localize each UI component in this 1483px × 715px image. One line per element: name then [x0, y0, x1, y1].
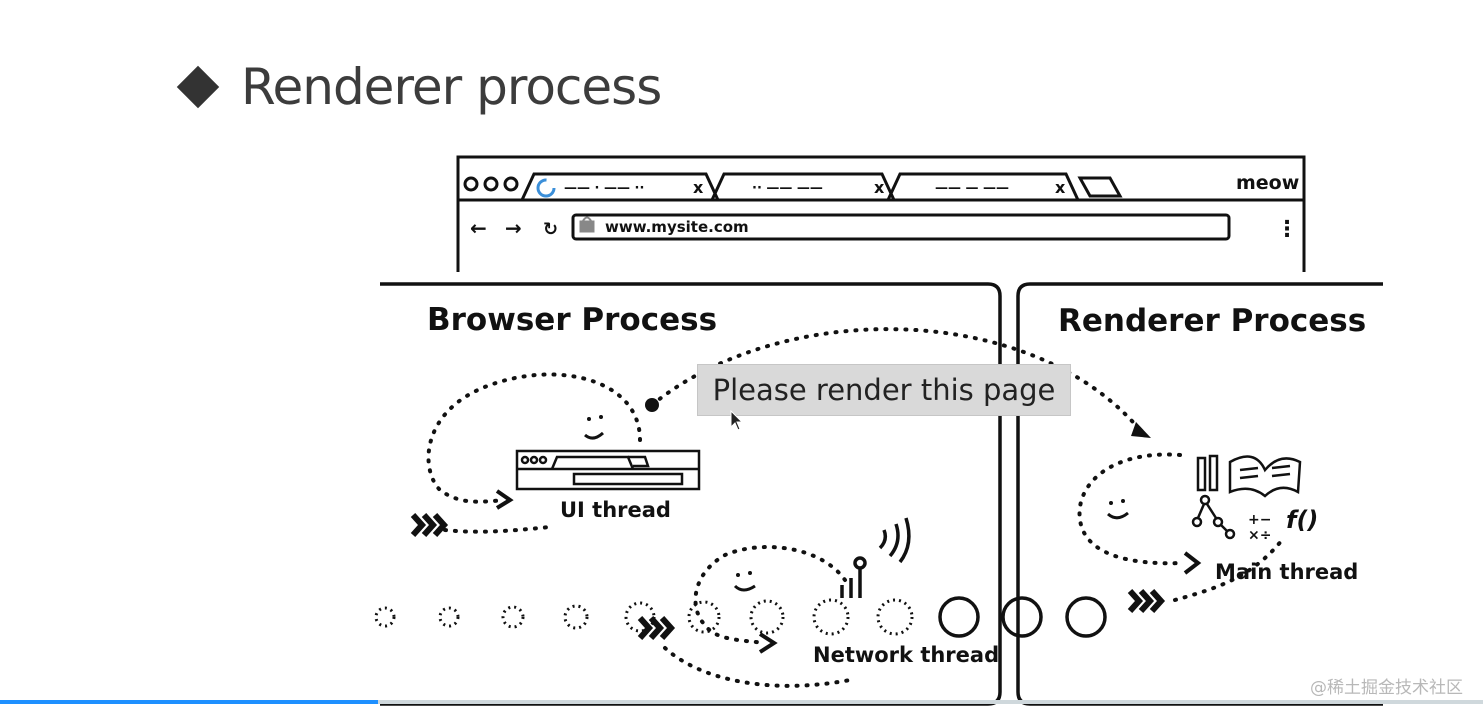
timeline-circle-dotted: [501, 605, 525, 629]
address-bar: [571, 213, 1231, 241]
video-progress-fill[interactable]: [0, 700, 379, 704]
address-url[interactable]: www.mysite.com: [605, 218, 749, 236]
tab-label: ·· —— ——: [752, 181, 823, 196]
window-control-icon: [503, 176, 519, 192]
ui-thread-label: UI thread: [560, 498, 671, 522]
timeline-circle-solid: [1001, 596, 1043, 638]
timeline-circle-dotted: [438, 606, 460, 628]
network-thread-loop: [693, 545, 847, 645]
pencils-icon: [1196, 454, 1219, 492]
new-tab-icon: [1077, 176, 1123, 198]
forward-arrow-icon[interactable]: →: [505, 216, 522, 240]
ui-thread-tail: [443, 525, 552, 534]
function-icon: f(): [1286, 506, 1318, 534]
timeline-circle-dotted: [624, 601, 656, 633]
browser-tab: [710, 172, 896, 201]
tab-close-icon[interactable]: x: [874, 178, 885, 197]
window-control-icon: [463, 176, 479, 192]
renderer-process-box: [1016, 282, 1383, 706]
math-symbols-icon: +−×÷: [1248, 512, 1271, 543]
mouse-cursor-icon: [730, 410, 744, 431]
timeline-circle-dotted: [812, 598, 850, 636]
watermark: @稀土掘金技术社区: [1310, 678, 1463, 698]
reload-icon[interactable]: ↻: [543, 219, 558, 240]
arrow-head-icon: [1131, 422, 1151, 438]
message-origin-dot: [645, 398, 659, 412]
lock-icon: [579, 220, 595, 233]
face-eye-icon: [748, 571, 752, 575]
network-thread-tail: [663, 646, 852, 688]
timeline-circle-dotted: [749, 599, 785, 635]
timeline-circle-dotted: [563, 604, 589, 630]
timeline-circle-solid: [938, 596, 980, 638]
face-smile-icon: [733, 584, 756, 592]
face-eye-icon: [599, 415, 603, 419]
chevrons-icon: [637, 615, 676, 641]
browser-window-illustration: [456, 155, 1306, 272]
kebab-menu-icon[interactable]: ⋮: [1276, 217, 1298, 242]
main-thread-tail: [1173, 538, 1284, 602]
video-progress-track[interactable]: [0, 700, 1483, 704]
renderer-process-label: Renderer Process: [1058, 303, 1366, 339]
face-smile-icon: [1107, 511, 1129, 520]
open-book-icon: [1228, 455, 1302, 498]
tab-close-icon[interactable]: x: [693, 178, 704, 197]
message-tooltip: Please render this page: [697, 364, 1071, 416]
arrow-head-icon: [758, 632, 778, 654]
timeline-circle-dotted: [687, 600, 721, 634]
tree-graph-icon: [1191, 494, 1236, 540]
window-control-icon: [483, 176, 499, 192]
chevrons-icon: [410, 512, 449, 538]
browser-tab: [520, 172, 720, 201]
face-eye-icon: [736, 573, 740, 577]
tab-label: —— · —— ··: [564, 181, 644, 196]
tab-label: —— — ——: [935, 181, 1009, 196]
slide-title-text: Renderer process: [241, 58, 662, 116]
antenna-icon: [840, 517, 911, 598]
timeline-circle-dotted: [374, 606, 396, 628]
browser-process-box: [380, 282, 1002, 706]
loading-spinner-icon: [536, 178, 556, 198]
face-smile-icon: [584, 431, 605, 440]
face-eye-icon: [1121, 499, 1125, 503]
browser-tab: [886, 172, 1080, 201]
main-thread-label: Main thread: [1215, 560, 1358, 584]
slide-title: Renderer process: [176, 58, 662, 116]
face-eye-icon: [587, 417, 591, 421]
network-thread-label: Network thread: [813, 643, 999, 667]
back-arrow-icon[interactable]: ←: [470, 216, 487, 240]
window-label: meow: [1236, 172, 1299, 194]
mini-browser-icon: [515, 449, 701, 491]
arrow-head-icon: [495, 489, 514, 510]
browser-process-label: Browser Process: [427, 302, 717, 338]
main-thread-loop: [1077, 452, 1184, 566]
tab-close-icon[interactable]: x: [1055, 178, 1066, 197]
arrow-head-icon: [1183, 551, 1202, 575]
ui-thread-loop: [426, 372, 642, 504]
timeline-circle-solid: [1065, 596, 1107, 638]
timeline-circle-dotted: [876, 598, 914, 636]
chevrons-icon: [1127, 588, 1166, 614]
face-eye-icon: [1109, 501, 1113, 505]
